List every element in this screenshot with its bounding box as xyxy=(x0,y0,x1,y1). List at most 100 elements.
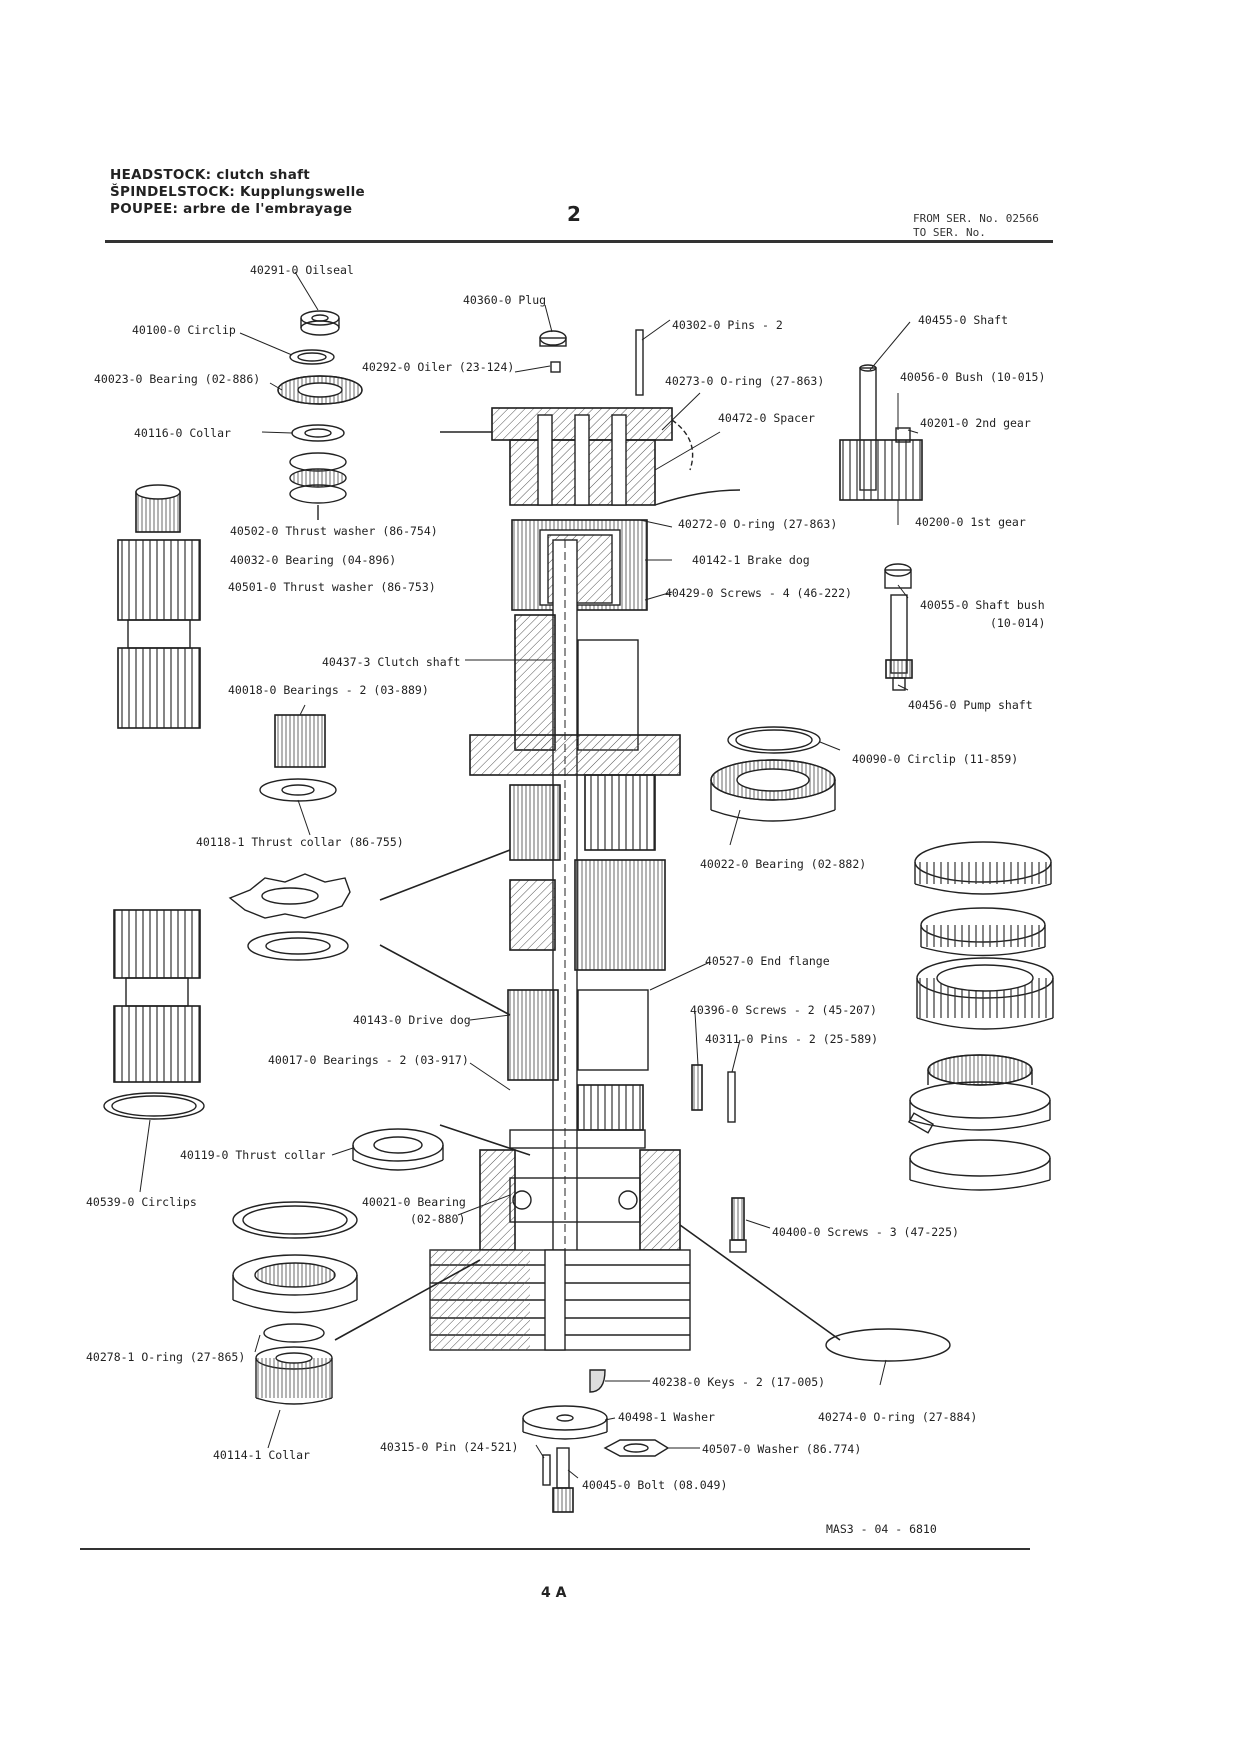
housing-middle-section xyxy=(469,614,681,851)
label-40455: 40455-0 Shaft xyxy=(918,313,1009,327)
plug-part xyxy=(539,330,567,347)
label-40017: 40017-0 Bearings - 2 (03-917) xyxy=(268,1053,469,1067)
label-40501: 40501-0 Thrust washer (86-753) xyxy=(228,580,436,594)
pin-40315-part xyxy=(542,1454,551,1486)
label-40021-code: (02-880) xyxy=(410,1212,466,1226)
to-serial: TO SER. No. xyxy=(913,226,986,239)
end-flange-housing xyxy=(479,1149,681,1251)
washer-86-774-part xyxy=(603,1439,670,1457)
key-part xyxy=(589,1369,606,1393)
o-ring-27-884-part xyxy=(825,1328,951,1362)
end-flange-part xyxy=(909,1054,1051,1131)
label-40100: 40100-0 Circlip xyxy=(132,323,236,337)
label-40142: 40142-1 Brake dog xyxy=(692,553,810,567)
label-40116: 40116-0 Collar xyxy=(134,426,231,440)
page-number: 2 xyxy=(567,202,581,226)
bearing-02-882-part xyxy=(710,759,836,822)
oilseal-part xyxy=(300,310,340,336)
label-40032: 40032-0 Bearing (04-896) xyxy=(230,553,397,567)
from-serial: FROM SER. No. 02566 xyxy=(913,212,1039,225)
label-40238: 40238-0 Keys - 2 (17-005) xyxy=(652,1375,826,1389)
drawing-code: MAS3 - 04 - 6810 xyxy=(826,1522,937,1536)
pulley xyxy=(429,1249,691,1351)
label-40302: 40302-0 Pins - 2 xyxy=(672,318,783,332)
label-40360: 40360-0 Plug xyxy=(463,293,547,307)
screws-45-207-part xyxy=(691,1064,736,1123)
circlip-11-859-part xyxy=(727,726,821,754)
needle-bearing-cylinder xyxy=(135,484,181,533)
title-french: POUPEE: arbre de l'embrayage xyxy=(110,201,353,217)
toothed-ring-part xyxy=(920,907,1046,957)
end-flange-pin-part xyxy=(908,1112,934,1134)
gear-cluster-lower xyxy=(113,909,201,1083)
label-40527: 40527-0 End flange xyxy=(705,954,830,968)
ring-gear-part xyxy=(914,841,1052,895)
bearing-seal-part xyxy=(232,1254,358,1314)
bolt-40045-part xyxy=(552,1447,574,1513)
label-40498: 40498-1 Washer xyxy=(618,1410,715,1424)
clutch-shaft xyxy=(552,539,578,1281)
label-40272: 40272-0 O-ring (27-863) xyxy=(678,517,838,531)
label-40456: 40456-0 Pump shaft xyxy=(908,698,1033,712)
label-40278: 40278-1 O-ring (27-865) xyxy=(86,1350,246,1364)
end-flange-ring-part xyxy=(909,1139,1051,1191)
washer-40498-part xyxy=(522,1405,608,1440)
circlip-split-part xyxy=(232,1201,358,1239)
label-40055-code: (10-014) xyxy=(990,616,1046,630)
label-40502: 40502-0 Thrust washer (86-754) xyxy=(230,524,438,538)
label-40023: 40023-0 Bearing (02-886) xyxy=(94,372,261,386)
footer-rule xyxy=(80,1548,1030,1550)
label-40114: 40114-1 Collar xyxy=(213,1448,310,1462)
bush-10-014-part xyxy=(884,563,912,589)
page-label: 4 A xyxy=(541,1585,567,1601)
headstock-housing-top xyxy=(440,407,741,506)
label-40090: 40090-0 Circlip (11-859) xyxy=(852,752,1019,766)
needle-bearing-03-889-part xyxy=(274,714,326,768)
drive-dog-star-washer-part xyxy=(228,873,351,919)
label-40118: 40118-1 Thrust collar (86-755) xyxy=(196,835,404,849)
bearing-02-886-part xyxy=(277,375,363,405)
pin-40302-part xyxy=(635,329,644,396)
label-40437: 40437-3 Clutch shaft xyxy=(322,655,461,669)
title-english: HEADSTOCK: clutch shaft xyxy=(110,167,311,183)
screw-47-225-part xyxy=(729,1197,747,1253)
header-rule xyxy=(105,240,1053,243)
clutch-plate-pack-lower xyxy=(509,784,666,971)
title-german: ŠPINDELSTOCK: Kupplungswelle xyxy=(110,184,365,200)
label-40273: 40273-0 O-ring (27-863) xyxy=(665,374,825,388)
thrust-collar-part xyxy=(352,1128,444,1171)
circlip-top-part xyxy=(289,349,335,365)
drive-dog-assembly xyxy=(507,989,649,1149)
pump-shaft-part xyxy=(885,594,913,691)
thrust-washer-stack-part xyxy=(289,452,347,520)
label-40022: 40022-0 Bearing (02-882) xyxy=(700,857,867,871)
label-40200: 40200-0 1st gear xyxy=(915,515,1026,529)
thrust-collar-86-755-part xyxy=(259,778,337,802)
label-40055-name: 40055-0 Shaft bush xyxy=(920,598,1045,612)
label-40018: 40018-0 Bearings - 2 (03-889) xyxy=(228,683,429,697)
label-40429: 40429-0 Screws - 4 (46-222) xyxy=(665,586,852,600)
label-40056: 40056-0 Bush (10-015) xyxy=(900,370,1046,384)
leader-lines xyxy=(139,271,919,1479)
gear-2nd-part xyxy=(839,427,923,501)
label-40396: 40396-0 Screws - 2 (45-207) xyxy=(690,1003,877,1017)
clutch-ring-part xyxy=(916,957,1054,1030)
label-40315: 40315-0 Pin (24-521) xyxy=(380,1440,519,1454)
label-40021-name: 40021-0 Bearing xyxy=(362,1195,466,1209)
clutch-plate-pack-upper xyxy=(511,519,648,611)
circlip-lower-part xyxy=(103,1092,205,1120)
label-40201: 40201-0 2nd gear xyxy=(920,416,1031,430)
oiler-part xyxy=(550,361,561,373)
collar-top-part xyxy=(291,424,345,442)
label-40291: 40291-0 Oilseal xyxy=(250,263,354,277)
collar-40114-part xyxy=(255,1346,333,1405)
o-ring-27-865-part xyxy=(263,1323,325,1343)
label-40472: 40472-0 Spacer xyxy=(718,411,815,425)
label-40143: 40143-0 Drive dog xyxy=(353,1013,471,1027)
gear-cluster-upper xyxy=(117,539,201,729)
label-40292: 40292-0 Oiler (23-124) xyxy=(362,360,515,374)
drive-dog-ring-part xyxy=(247,931,349,961)
label-40311: 40311-0 Pins - 2 (25-589) xyxy=(705,1032,879,1046)
